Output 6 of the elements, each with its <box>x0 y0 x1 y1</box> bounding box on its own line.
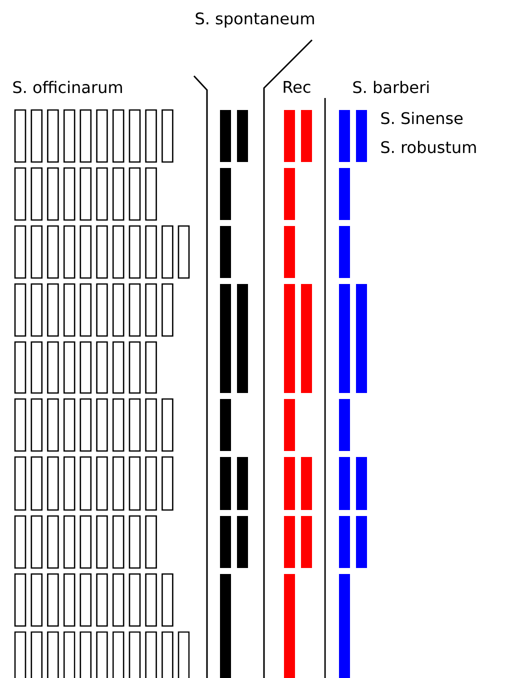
species-label: Rec <box>284 81 310 93</box>
species-label: S. barberi <box>353 80 429 94</box>
species-label: S. Sinense <box>381 112 463 124</box>
species-label: S. spontaneum <box>196 12 314 28</box>
species-label: S. robustum <box>381 140 476 154</box>
species-label: S. officinarum <box>13 80 122 94</box>
